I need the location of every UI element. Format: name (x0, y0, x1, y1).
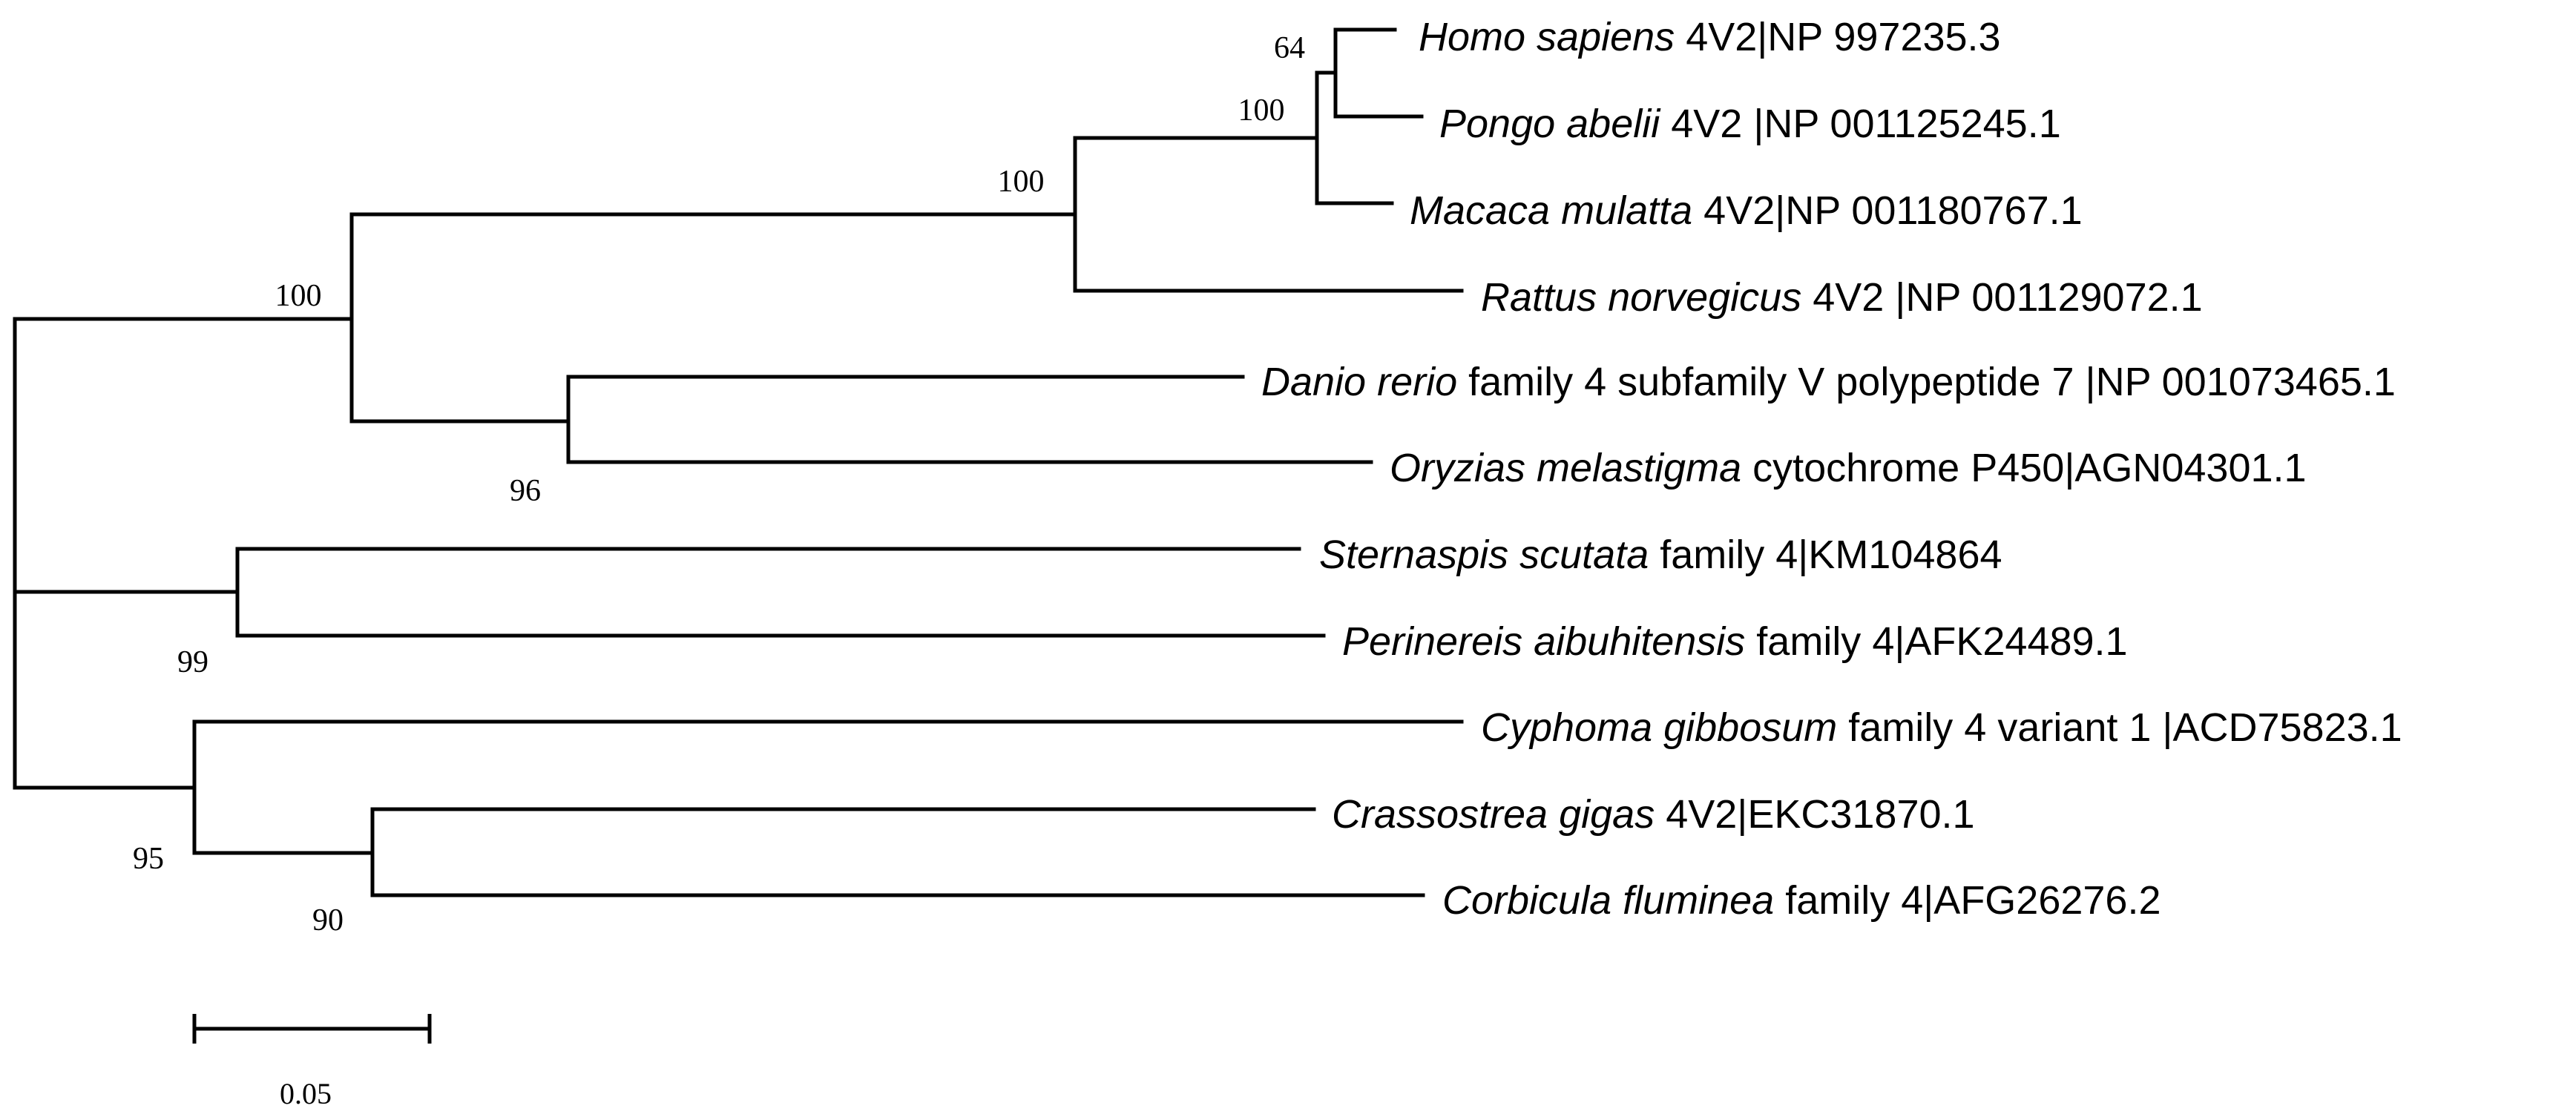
leaf-label-danio-rerio: Danio rerio family 4 subfamily V polypep… (1261, 360, 2396, 404)
leaf-label-homo-sapiens: Homo sapiens 4V2|NP 997235.3 (1419, 15, 2001, 59)
scale-bar: 0.05 (192, 1014, 432, 1110)
bootstrap-mammals: 100 (998, 165, 1045, 199)
leaf-label-rattus-norvegicus: Rattus norvegicus 4V2 |NP 001129072.1 (1481, 275, 2203, 320)
bootstrap-fish: 96 (510, 474, 541, 508)
tree-branches (13, 27, 1464, 897)
leaf-label-oryzias-melastigma: Oryzias melastigma cytochrome P450|AGN04… (1390, 446, 2307, 490)
leaf-label-crassostrea-gigas: Crassostrea gigas 4V2|EKC31870.1 (1332, 792, 1975, 837)
leaf-label-cyphoma-gibbosum: Cyphoma gibbosum family 4 variant 1 |ACD… (1481, 705, 2402, 750)
bootstrap-homo-pongo: 64 (1274, 31, 1305, 65)
bootstrap-great-apes: 100 (1238, 93, 1285, 128)
leaf-label-macaca-mulatta: Macaca mulatta 4V2|NP 001180767.1 (1410, 188, 2083, 233)
leaf-label-corbicula-fluminea: Corbicula fluminea family 4|AFG26276.2 (1442, 878, 2161, 923)
bootstrap-molluscs: 95 (133, 842, 164, 876)
bootstrap-annelids: 99 (177, 645, 208, 679)
bootstrap-vertebrates: 100 (275, 279, 322, 313)
scale-bar-label: 0.05 (280, 1077, 332, 1110)
leaf-label-sternaspis-scutata: Sternaspis scutata family 4|KM104864 (1319, 533, 2002, 577)
leaf-label-perinereis-aibuhitensis: Perinereis aibuhitensis family 4|AFK2448… (1342, 619, 2128, 664)
bootstrap-bivalves: 90 (312, 903, 344, 938)
leaf-label-pongo-abelii: Pongo abelii 4V2 |NP 001125245.1 (1439, 102, 2061, 146)
